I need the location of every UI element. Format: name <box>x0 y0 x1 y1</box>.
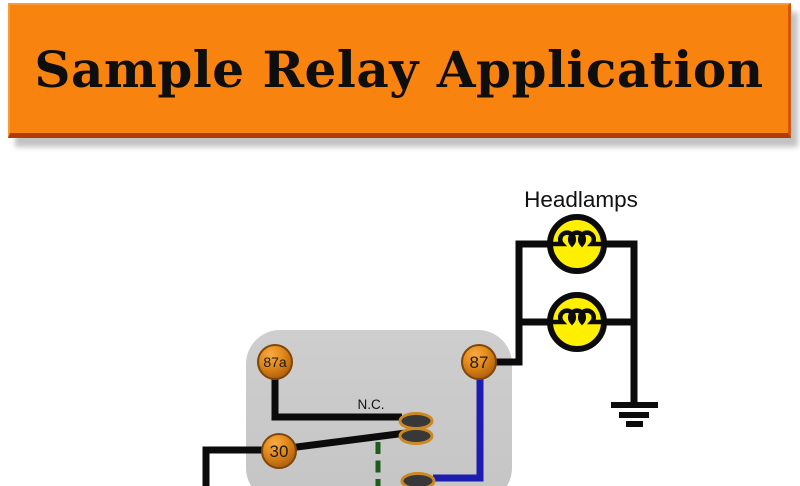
terminal-30: 30 <box>261 433 297 469</box>
title-banner: Sample Relay Application <box>8 3 791 138</box>
terminal-30-pin <box>261 433 297 469</box>
ground-bar-1 <box>611 402 658 408</box>
terminal-87a: 87a <box>257 344 293 380</box>
ground-icon <box>611 402 658 427</box>
headlamp-2-bulb <box>547 292 607 352</box>
page-title: Sample Relay Application <box>34 39 764 99</box>
contact-nc-upper <box>398 412 434 430</box>
headlamp-1-bulb <box>547 214 607 274</box>
nc-label: N.C. <box>358 397 385 412</box>
relay-contacts <box>398 412 436 486</box>
headlamp-2 <box>547 292 607 352</box>
headlamp-2-filament-icon <box>550 308 604 326</box>
terminal-87a-pin <box>257 344 293 380</box>
wire-87a-to-contact <box>271 370 402 421</box>
wire-30-armature <box>288 429 407 452</box>
terminal-87a-label: 87a <box>263 354 287 370</box>
headlamps-label: Headlamps <box>524 187 638 212</box>
wire-87-blue <box>433 374 484 482</box>
relay-internal-wires <box>202 370 484 486</box>
wire-87-to-lamps <box>495 240 638 403</box>
terminal-30-label: 30 <box>270 442 289 461</box>
contact-nc-lower <box>398 427 434 445</box>
headlamp-1 <box>547 214 607 274</box>
headlamp-1-filament-icon <box>550 230 604 248</box>
terminal-87-pin <box>461 344 497 380</box>
wire-30-feed <box>202 446 272 486</box>
ground-bar-3 <box>626 421 643 427</box>
contact-no <box>400 472 436 486</box>
terminal-87: 87 <box>461 344 497 380</box>
terminal-87-label: 87 <box>470 353 489 372</box>
ground-bar-2 <box>619 412 649 418</box>
